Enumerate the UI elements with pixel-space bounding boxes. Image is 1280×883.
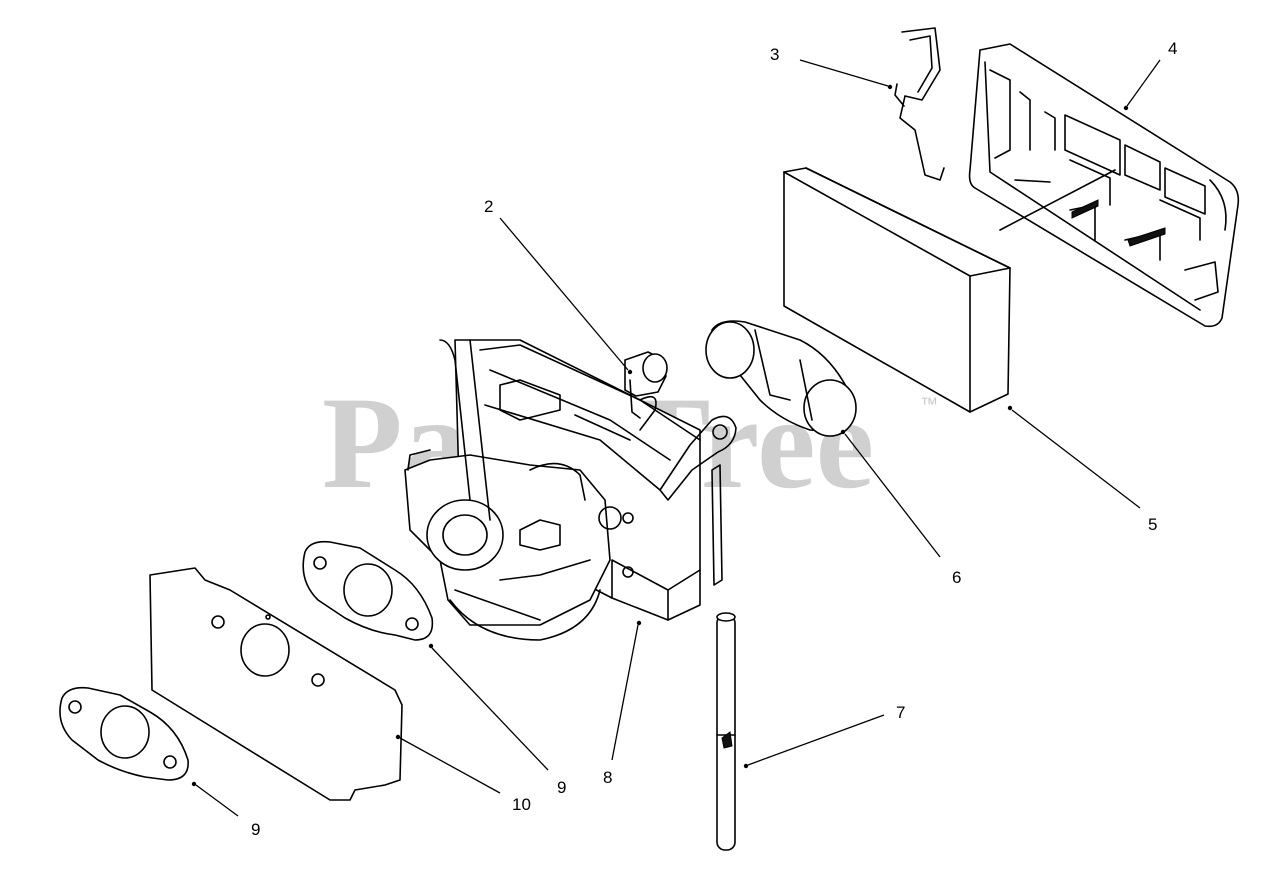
leader-10: [399, 737, 501, 794]
part-fitting: [624, 351, 668, 419]
callout-5[interactable]: 5: [1148, 515, 1157, 534]
leader-8: [611, 624, 639, 761]
part-insulator-plate: [149, 567, 403, 801]
part-retaining-clip: [894, 27, 945, 181]
callout-6[interactable]: 6: [952, 568, 961, 587]
leader-2: [499, 217, 629, 371]
part-gasket-upper: [302, 540, 434, 641]
part-foam-filter: [783, 167, 1011, 413]
leader-9-mid: [431, 647, 549, 771]
callout-2[interactable]: 2: [484, 197, 493, 216]
callout-8[interactable]: 8: [603, 768, 612, 787]
part-fuel-line: [711, 464, 736, 851]
leader-lines: [191, 59, 1161, 817]
part-gasket-lower: [59, 686, 189, 781]
callout-3[interactable]: 3: [770, 45, 779, 64]
leader-9-low: [195, 784, 239, 817]
leader-5: [1011, 409, 1141, 509]
part-air-cleaner-adapter: [705, 320, 857, 437]
part-air-cleaner-cover: [968, 43, 1240, 328]
callout-7[interactable]: 7: [896, 703, 905, 722]
leader-6: [844, 433, 941, 558]
callout-9-lower-gasket[interactable]: 9: [251, 820, 260, 839]
leader-7: [747, 714, 885, 766]
part-carburetor-assembly: [404, 339, 737, 641]
callout-4[interactable]: 4: [1168, 39, 1177, 58]
leader-3: [799, 59, 889, 87]
callout-9-upper-gasket[interactable]: 9: [557, 778, 566, 797]
leader-4: [1126, 59, 1161, 107]
callout-10[interactable]: 10: [512, 795, 531, 814]
watermark-trademark: ™: [920, 394, 938, 414]
callout-labels: 2 3 4 5 6 7 8 9 10 9: [251, 39, 1177, 839]
